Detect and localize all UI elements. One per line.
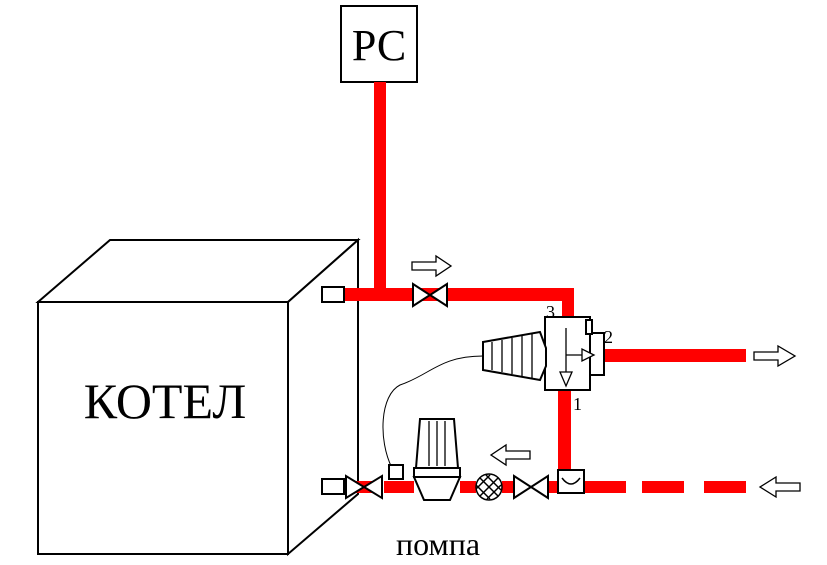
gate-valve-icon xyxy=(412,282,448,308)
gate-valve-icon xyxy=(513,474,549,500)
boiler xyxy=(35,237,361,557)
boiler-return-stub xyxy=(321,478,345,495)
pressure-regulator-icon xyxy=(412,418,462,501)
thermostatic-head-icon xyxy=(482,330,547,382)
boiler-label: КОТЕЛ xyxy=(84,373,247,429)
port-2-label: 2 xyxy=(604,327,613,347)
controller-label: РС xyxy=(352,21,406,70)
port-3-label: 3 xyxy=(546,302,555,322)
pipe-dash-1 xyxy=(642,481,684,493)
pipe-return-6 xyxy=(584,481,626,493)
pipe-return-3 xyxy=(460,481,476,493)
pipe-port-2-outlet xyxy=(604,349,746,362)
pipe-dash-2 xyxy=(704,481,746,493)
flow-arrow-right-icon xyxy=(411,254,453,278)
pipe-return-4 xyxy=(502,481,514,493)
gate-valve-icon xyxy=(345,474,383,500)
flow-arrow-right-icon xyxy=(753,344,797,368)
pipes xyxy=(344,82,746,493)
boiler-supply-stub xyxy=(321,286,345,303)
pipe-supply-top xyxy=(344,288,574,301)
pipe-to-controller xyxy=(374,82,386,294)
temperature-sensor-icon xyxy=(388,464,404,480)
capillary-wire xyxy=(382,355,484,469)
pipe-return-2 xyxy=(384,481,414,493)
filter-icon xyxy=(475,473,503,501)
three-way-valve-icon xyxy=(544,316,605,391)
boiler-side-face xyxy=(287,237,359,557)
flow-arrow-left-icon xyxy=(489,443,531,467)
pump-label: помпа xyxy=(396,526,480,562)
port-1-label: 1 xyxy=(573,394,582,414)
pipe-to-port-3 xyxy=(562,288,574,318)
flow-arrow-left-icon xyxy=(758,475,801,499)
pipe-port-1 xyxy=(558,390,571,470)
controller-box xyxy=(340,5,418,83)
tee-fitting-icon xyxy=(557,469,585,494)
